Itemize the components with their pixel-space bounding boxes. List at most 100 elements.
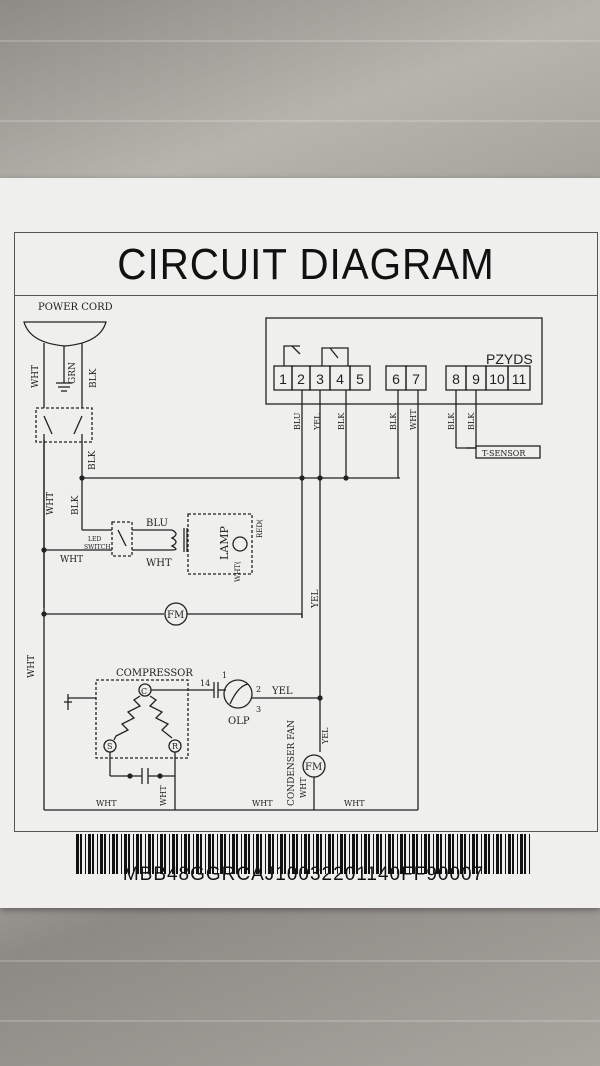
barcode-bar [476,834,478,874]
compressor-winding-2 [148,695,173,739]
barcode-bar [469,834,470,874]
barcode-bar [160,834,163,874]
barcode [76,834,530,874]
barcode-bar [241,834,242,874]
barcode-bar [148,834,151,874]
barcode-bar [448,834,451,874]
barcode-bar [208,834,211,874]
barcode-bar [301,834,302,874]
wire-wht-2: WHT [60,555,83,565]
barcode-bar [212,834,214,874]
barcode-bar [217,834,218,874]
terminal-5 [349,365,371,391]
terminal-label-8: 8 [452,371,460,387]
barcode-bar [436,834,439,874]
barcode-bar [332,834,334,874]
barcode-bar [488,834,490,874]
lamp-red: RED( [256,519,264,538]
wire-blk-2: BLK [71,495,81,515]
barcode-bar [380,834,382,874]
barcode-bar [205,834,206,874]
barcode-bar [229,834,230,874]
wire-blk-t9: BLK [467,412,476,430]
terminal-label-4: 4 [336,371,344,387]
barcode-bar [244,834,247,874]
barcode-bar [121,834,122,874]
barcode-bar [481,834,482,874]
barcode-bar [368,834,370,874]
barcode-bar [421,834,422,874]
barcode-bar [361,834,362,874]
terminal-label-11: 11 [512,371,527,387]
barcode-bar [433,834,434,874]
barcode-bar [508,834,511,874]
barcode-bar [529,834,530,874]
t-sensor-label: T-SENSOR [482,449,526,458]
wire-yel-main: YEL [311,589,321,609]
barcode-bar [112,834,115,874]
barcode-bar [404,834,406,874]
condenser-fan-fm: FM [305,762,322,773]
barcode-bar [385,834,386,874]
barcode-bar [188,834,190,874]
barcode-bar [464,834,466,874]
svg-text:S: S [107,742,112,751]
barcode-bar [200,834,202,874]
controller-label: PZYDS [486,351,533,367]
wire-wht-cf: WHT [299,777,308,798]
barcode-bar [388,834,391,874]
barcode-bar [181,834,182,874]
barcode-bar [316,834,319,874]
terminal-label-7: 7 [412,371,420,387]
wire-yel-t3: YEL [313,413,322,431]
controller-box [265,317,543,405]
barcode-bar [373,834,374,874]
barcode-bar [224,834,226,874]
terminal-11 [507,365,531,391]
terminal-7 [405,365,427,391]
barcode-bar [524,834,526,874]
terminal-label-2: 2 [297,371,305,387]
terminal-label-6: 6 [392,371,400,387]
wire-blk-1: BLK [88,450,98,470]
barcode-bar [248,834,250,874]
barcode-bar [184,834,187,874]
barcode-bar [440,834,442,874]
barcode-bar [320,834,322,874]
wire-yel-cf: YEL [321,727,330,745]
barcode-bar [253,834,254,874]
barcode-bar [409,834,410,874]
title-row: CIRCUIT DIAGRAM [14,232,598,296]
wire-wht-bottom-1: WHT [96,799,117,808]
barcode-bar [236,834,238,874]
barcode-bar [76,834,79,874]
barcode-bar [472,834,475,874]
barcode-bar [289,834,290,874]
barcode-bar [292,834,295,874]
barcode-bar [88,834,91,874]
barcode-bar [364,834,367,874]
page-title: CIRCUIT DIAGRAM [117,240,495,289]
barcode-bar [136,834,139,874]
led-switch-label-2: SWITCH [84,544,110,551]
ground-icon-2 [64,694,72,710]
barcode-bar [337,834,338,874]
barcode-bar [397,834,398,874]
terminal-label-5: 5 [356,371,364,387]
barcode-bar [256,834,259,874]
transformer-icon [170,529,177,551]
lamp-label: LAMP [218,525,231,560]
t-sensor [475,445,541,459]
barcode-bar [157,834,158,874]
barcode-bar [505,834,506,874]
barcode-bar [356,834,358,874]
wire-blk-t8: BLK [447,412,456,430]
svg-text:3: 3 [256,705,261,714]
wire-wht-left: WHT [27,655,37,678]
barcode-bar [392,834,394,874]
lamp-wht: WHT( [234,561,242,582]
barcode-bar [145,834,146,874]
barcode-bar [284,834,286,874]
barcode-bar [169,834,170,874]
